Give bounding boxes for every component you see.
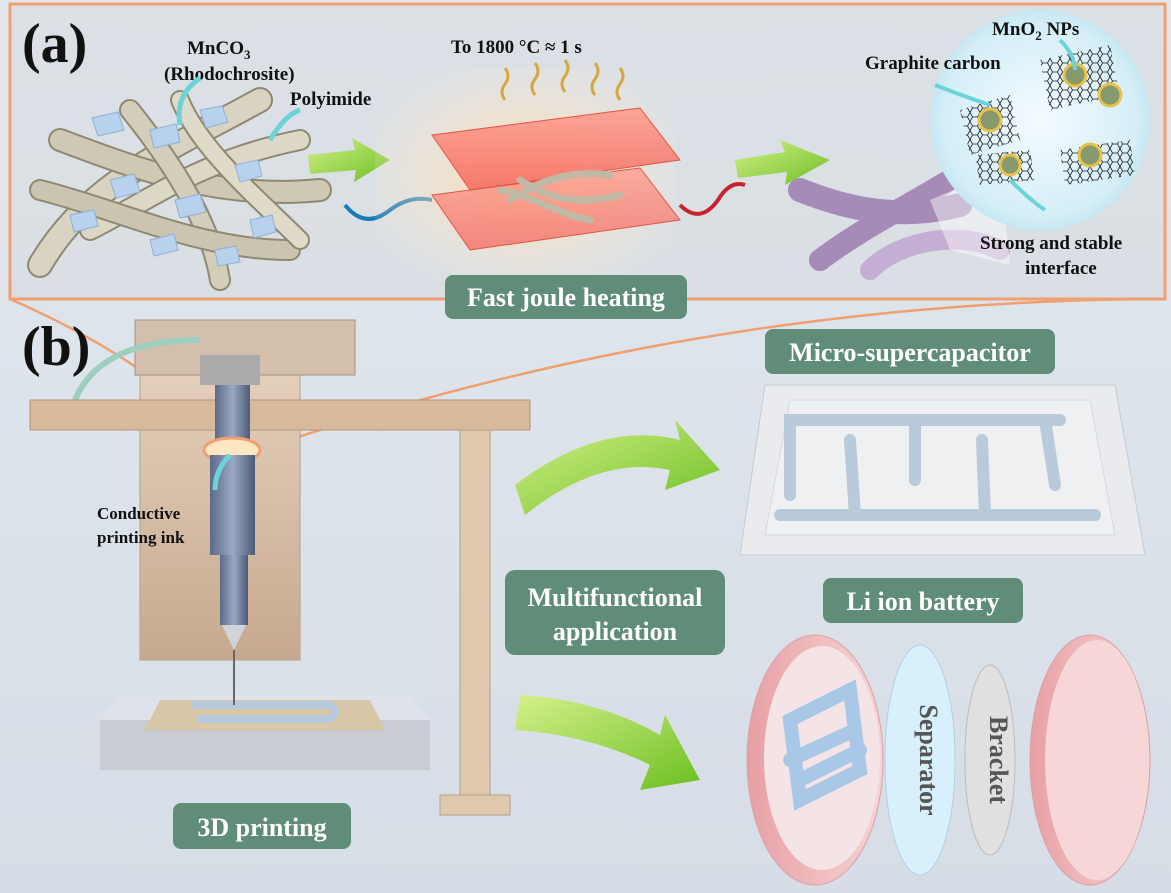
tag-3d-printing [173,803,351,849]
tag-li-ion-battery-text: Li ion battery [846,587,999,616]
printed-lines [191,701,339,723]
interface-label-2: interface [1025,258,1097,279]
gantry-beam [29,399,531,431]
ink-label-2: printing ink [97,528,185,547]
pointer-mnco3 [176,75,202,126]
upper-plate [431,107,681,191]
heat-waves [500,59,625,101]
arrow-to-product [735,140,830,185]
msc-electrodes [774,414,1101,521]
mnco3-crystals [69,105,277,267]
pointer-polyimide [267,107,301,142]
rhodochrosite-label: (Rhodochrosite) [164,64,295,85]
heating-condition: To 1800 °C ≈ 1 s [451,37,582,58]
mno2-label: MnO2 NPs [992,19,1079,43]
graphite-label: Graphite carbon [865,53,1001,74]
tag-multifunctional-text-2: application [553,617,678,646]
separator-label: Separator [914,704,943,815]
interface-label-1: Strong and stable [980,233,1122,254]
battery-electrode [782,679,868,811]
tag-3d-printing-text: 3D printing [197,813,326,842]
separator-disc [884,644,956,876]
panel-a-label: (a) [22,13,87,75]
polyimide-label: Polyimide [290,89,371,110]
syringe-barrel [220,555,248,625]
head-clamp [200,355,260,385]
printer-base [100,720,430,770]
tag-msc-text: Micro-supercapacitor [789,338,1031,367]
sample-fibers [496,170,624,224]
ink-label-1: Conductive [97,504,181,523]
tag-fast-joule-heating-text: Fast joule heating [467,283,665,312]
wire-right [678,182,746,216]
gantry-foot [439,794,511,816]
tag-multifunctional [505,570,725,655]
pointer-ink [212,453,232,491]
pointer-mno2 [1058,38,1077,71]
nozzle-tip [222,625,246,650]
tag-li-ion-battery [823,578,1023,623]
feed-tube [72,337,201,402]
arrow-to-battery [515,695,700,790]
arrow-to-msc [515,420,720,515]
pointer-interface [1008,178,1047,212]
mnco3-label: MnCO3 [187,38,251,62]
tag-fast-joule-heating [445,275,687,319]
nozzle-upper [215,385,250,445]
bracket-label: Bracket [984,716,1013,804]
mno2-nanoparticles [977,62,1123,177]
arrow-to-heating [308,138,390,182]
pointer-graphite [934,83,991,107]
tag-multifunctional-text-1: Multifunctional [528,583,703,612]
mno2-carbon-fibers [788,169,1010,280]
battery-cap-face [1045,640,1149,880]
tag-msc [765,329,1055,374]
panel-b-label: (b) [22,316,90,378]
bracket-disc [964,664,1016,856]
gantry-leg [459,429,491,801]
